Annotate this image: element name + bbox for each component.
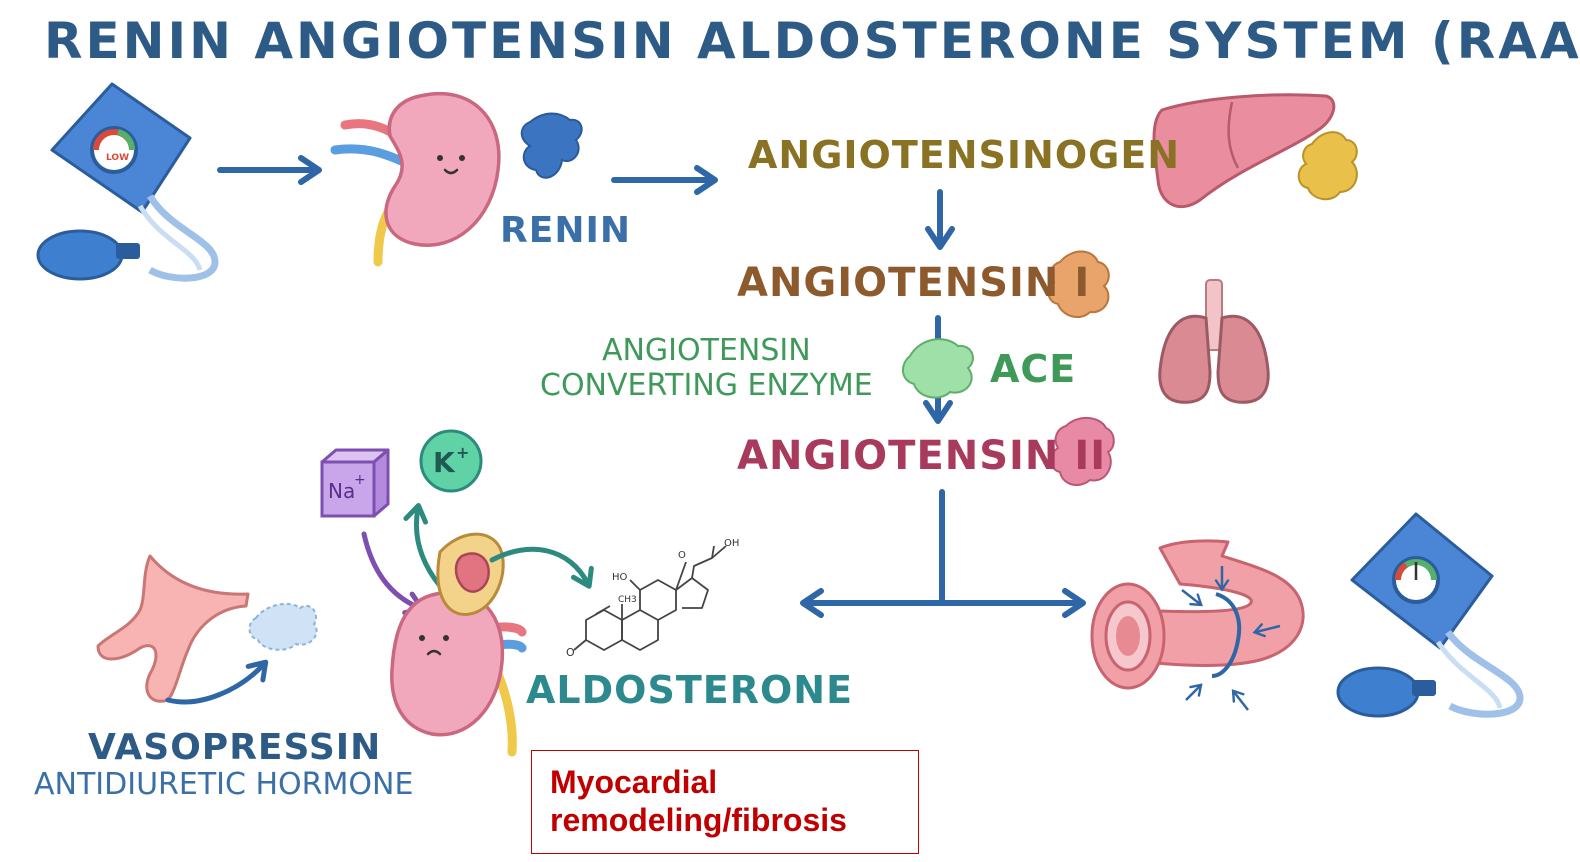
angiotensin2-protein-icon xyxy=(1050,417,1115,487)
page-title: RENIN ANGIOTENSIN ALDOSTERONE SYSTEM (RA… xyxy=(44,12,1580,70)
arrow-adrenal-to-aldosterone xyxy=(489,546,594,589)
lungs-icon xyxy=(1158,279,1270,404)
label-aldosterone: ALDOSTERONE xyxy=(526,668,854,712)
methyl-label: CH3 xyxy=(618,595,637,605)
note-line-2: remodeling/fibrosis xyxy=(550,802,847,839)
bp-cuff-low-icon: LOW xyxy=(36,82,219,282)
label-ace-full-line1: ANGIOTENSIN xyxy=(601,333,811,368)
label-renin: RENIN xyxy=(500,210,631,251)
kidney-icon xyxy=(330,91,501,267)
label-angiotensin-1: ANGIOTENSIN I xyxy=(737,260,1091,306)
split-arrow xyxy=(800,489,1086,618)
vasopressin-molecule-icon xyxy=(248,602,318,651)
note-line-1: Myocardial xyxy=(550,764,718,800)
hydroxy-label: HO xyxy=(612,572,628,583)
sodium-label: Na xyxy=(328,479,355,503)
label-ace-full-line2: CONVERTING ENZYME xyxy=(540,367,873,403)
label-adh: ANTIDIURETIC HORMONE xyxy=(34,767,414,802)
oxygen-label: O xyxy=(566,646,575,659)
renin-protein-icon xyxy=(520,112,583,179)
arrow-pituitary-to-vasopressin xyxy=(165,659,269,705)
arrow-sodium-to-kidney xyxy=(361,531,425,616)
angiotensin1-protein-icon xyxy=(1047,250,1110,319)
myocardial-remodeling-note: Myocardial remodeling/fibrosis xyxy=(531,750,919,854)
label-angiotensinogen: ANGIOTENSINOGEN xyxy=(748,133,1181,177)
label-ace: ACE xyxy=(990,347,1077,391)
sodium-ion-icon: Na + xyxy=(320,448,390,518)
angiotensinogen-protein-icon xyxy=(1297,131,1358,201)
potassium-charge: + xyxy=(456,443,469,462)
ace-protein-icon xyxy=(902,338,974,399)
pituitary-icon xyxy=(96,554,250,703)
aldosterone-structure-icon: O HO CH3 O OH xyxy=(566,538,739,659)
arrow-kidney-to-potassium xyxy=(403,503,443,589)
kidney-adrenal-icon xyxy=(390,532,527,757)
svg-text:O: O xyxy=(678,550,686,561)
label-ace-full: ANGIOTENSIN CONVERTING ENZYME xyxy=(540,333,873,403)
potassium-label: K xyxy=(433,446,456,479)
blood-vessel-icon xyxy=(1090,539,1305,711)
label-angiotensin-2: ANGIOTENSIN II xyxy=(737,433,1107,479)
terminal-hydroxy-label: OH xyxy=(724,538,739,549)
bp-cuff-normal-icon xyxy=(1336,512,1524,718)
potassium-ion-icon: K + xyxy=(419,429,483,493)
gauge-label: LOW xyxy=(106,153,129,163)
liver-icon xyxy=(1152,93,1336,209)
label-vasopressin: VASOPRESSIN xyxy=(88,727,382,768)
sodium-charge: + xyxy=(354,472,366,488)
